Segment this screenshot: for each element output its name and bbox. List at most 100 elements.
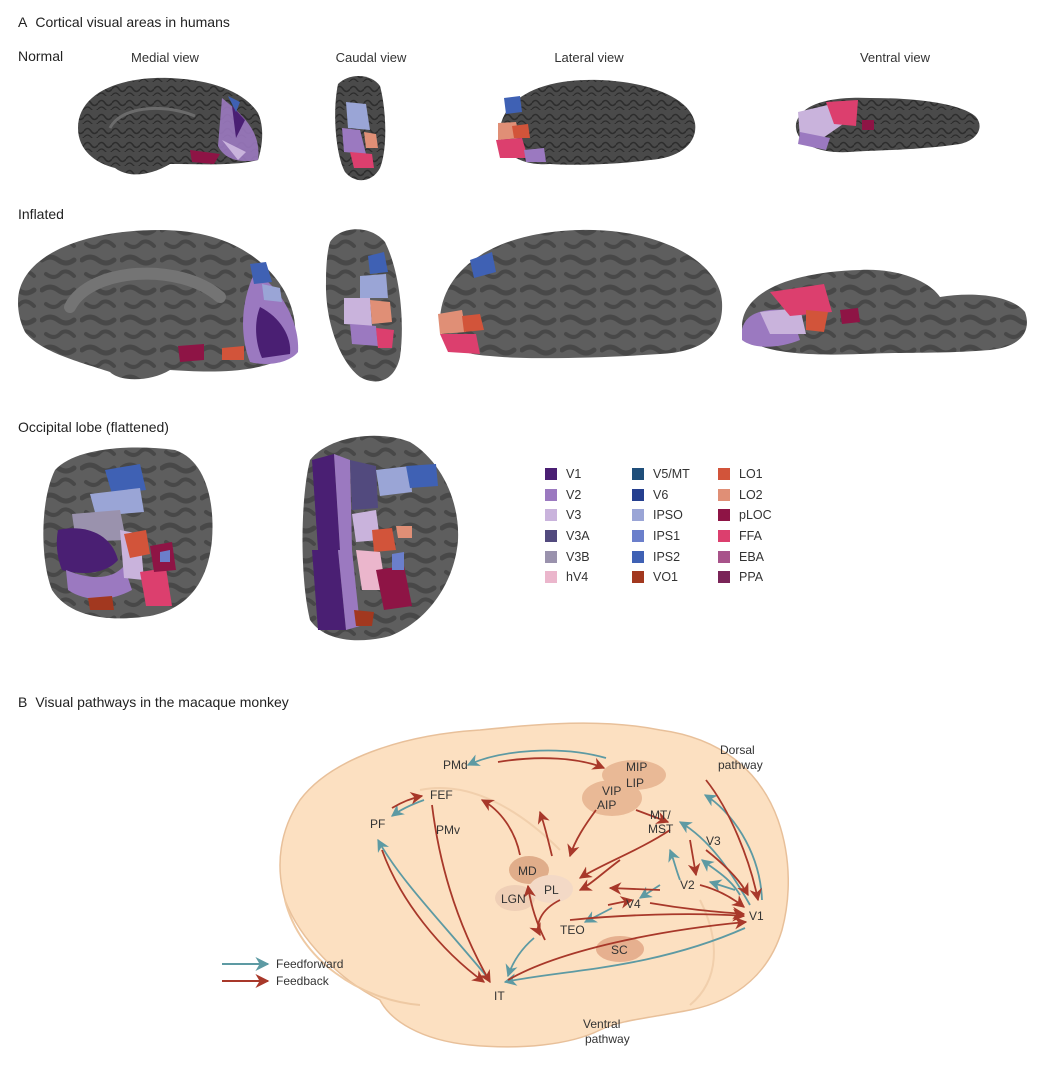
legend-item: VO1	[632, 567, 690, 588]
ventral-pathway-label-2: pathway	[585, 1032, 630, 1046]
legend-item: IPS1	[632, 526, 690, 547]
node-v3: V3	[706, 834, 721, 848]
legend-swatch	[545, 488, 557, 501]
inflated-ventral-brain	[742, 269, 1027, 355]
pathway-legend: Feedforward Feedback	[222, 957, 343, 988]
legend-item: EBA	[718, 546, 772, 567]
legend-swatch	[545, 550, 557, 563]
legend-label: V3A	[566, 529, 590, 544]
legend-item: hV4	[545, 567, 590, 588]
row-label-normal: Normal	[18, 48, 64, 64]
sulcus-line	[284, 899, 421, 1006]
inflated-medial-brain	[18, 230, 299, 380]
inflated-caudal-brain	[325, 229, 402, 382]
legend-swatch	[718, 550, 730, 563]
view-label-medial: Medial view	[131, 50, 199, 65]
legend-swatch	[718, 468, 730, 481]
flattened-right	[302, 435, 459, 641]
panel-a-title-text: Cortical visual areas in humans	[35, 14, 230, 30]
normal-caudal-brain	[335, 75, 386, 181]
legend-item: FFA	[718, 526, 772, 547]
legend-swatch	[632, 488, 644, 501]
sc-blob	[596, 936, 644, 962]
normal-medial-brain	[78, 77, 263, 175]
legend-item: V3	[545, 505, 590, 526]
legend-swatch	[632, 530, 644, 543]
node-mip: MIP	[626, 760, 647, 774]
node-v4: V4	[626, 897, 641, 911]
dorsal-pathway-label-1: Dorsal	[720, 743, 755, 757]
legend-label: hV4	[566, 570, 589, 585]
legend-swatch	[545, 571, 557, 584]
legend-item: LO2	[718, 485, 772, 506]
legend-label: V5/MT	[653, 467, 690, 482]
node-pf: PF	[370, 817, 385, 831]
legend-label: IPS1	[653, 529, 681, 544]
feedback-arrows	[381, 757, 762, 984]
node-mst: MST	[648, 822, 674, 836]
legend-swatch	[545, 468, 557, 481]
sulcus-line	[689, 899, 715, 1006]
legend-item: PPA	[718, 567, 772, 588]
legend-swatch	[632, 550, 644, 563]
row-label-inflated: Inflated	[18, 206, 64, 222]
legend-feedforward: Feedforward	[276, 957, 343, 971]
legend-item: V3B	[545, 546, 590, 567]
normal-brains	[78, 75, 980, 181]
legend-column-2: V5/MT V6 IPSO IPS1 IPS2 VO1	[632, 464, 690, 588]
legend-label: FFA	[739, 529, 762, 544]
flattened-left	[43, 447, 213, 619]
legend-label: PPA	[739, 570, 764, 585]
node-pmd: PMd	[443, 758, 468, 772]
legend-swatch	[718, 509, 730, 522]
node-v1: V1	[749, 909, 764, 923]
panel-a-title: A Cortical visual areas in humans	[18, 14, 230, 30]
legend-item: V2	[545, 485, 590, 506]
legend-label: IPSO	[653, 508, 683, 523]
node-sc: SC	[611, 943, 628, 957]
legend-feedback: Feedback	[276, 974, 330, 988]
pl-blob	[529, 875, 573, 903]
ventral-pathway-label-1: Ventral	[583, 1017, 620, 1031]
legend-label: V2	[566, 487, 582, 502]
legend-swatch	[718, 571, 730, 584]
legend-swatch	[632, 509, 644, 522]
node-it: IT	[494, 989, 505, 1003]
legend-label: V6	[653, 487, 669, 502]
legend-item: IPS2	[632, 546, 690, 567]
normal-ventral-brain	[795, 97, 980, 153]
legend-swatch	[632, 571, 644, 584]
legend-label: pLOC	[739, 508, 772, 523]
legend-label: LO2	[739, 487, 763, 502]
legend-item: V1	[545, 464, 590, 485]
legend-item: V5/MT	[632, 464, 690, 485]
view-label-ventral: Ventral view	[859, 50, 931, 65]
legend-item: LO1	[718, 464, 772, 485]
legend-item: V6	[632, 485, 690, 506]
panel-b-title-text: Visual pathways in the macaque monkey	[35, 694, 289, 710]
legend-label: EBA	[739, 549, 765, 564]
view-label-lateral: Lateral view	[554, 50, 624, 65]
legend-swatch	[718, 530, 730, 543]
legend-label: IPS2	[653, 549, 681, 564]
inflated-brains	[18, 229, 1027, 382]
dorsal-pathway-label-2: pathway	[718, 758, 763, 772]
view-label-caudal: Caudal view	[335, 50, 407, 65]
legend-swatch	[545, 530, 557, 543]
inflated-lateral-brain	[438, 229, 723, 359]
legend-label: LO1	[739, 467, 763, 482]
node-teo: TEO	[560, 923, 585, 937]
normal-lateral-brain	[496, 79, 696, 165]
node-fef: FEF	[430, 788, 453, 802]
row-label-flattened: Occipital lobe (flattened)	[18, 419, 169, 435]
legend-swatch	[718, 488, 730, 501]
legend-item: IPSO	[632, 505, 690, 526]
legend-label: V3	[566, 508, 582, 523]
node-pl: PL	[544, 883, 559, 897]
legend-item: V3A	[545, 526, 590, 547]
legend-swatch	[632, 468, 644, 481]
legend-column-1: V1 V2 V3 V3A V3B hV4	[545, 464, 590, 588]
panel-a-letter: A	[18, 14, 28, 30]
macaque-pathway-diagram: PMd FEF PF PMv MD LGN PL TEO IT SC V4 V2…	[222, 722, 790, 1048]
node-lgn: LGN	[501, 892, 526, 906]
